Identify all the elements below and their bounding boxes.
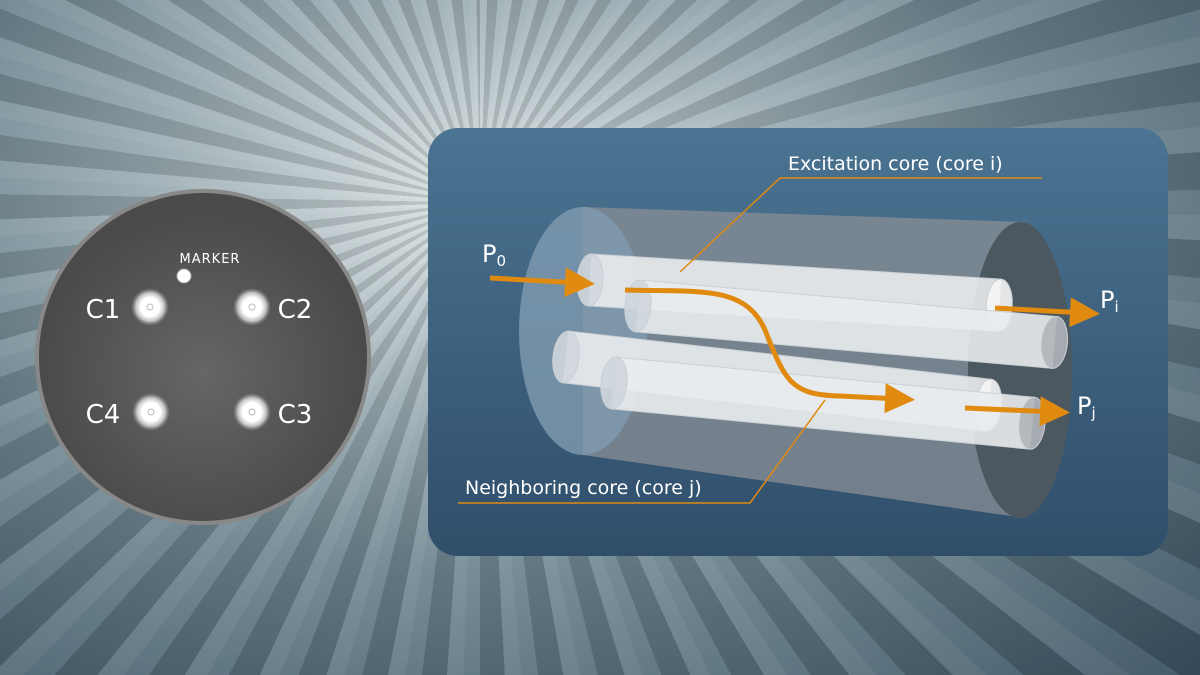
excitation-core-label: Excitation core (core i)	[788, 153, 1003, 175]
core-c2	[233, 288, 271, 326]
core-c3	[233, 393, 271, 431]
marker-dot	[176, 268, 192, 284]
core-label-c2: C2	[278, 295, 313, 325]
core-label-c3: C3	[278, 400, 313, 430]
fiber-cross-section: MARKER C1 C2 C3 C4	[35, 189, 371, 525]
output-arrow-i	[994, 297, 1100, 328]
core-label-c1: C1	[86, 295, 121, 325]
leader-lines	[458, 177, 1042, 504]
coupling-arrow	[624, 287, 915, 414]
neighboring-core-label: Neighboring core (core j)	[465, 477, 702, 499]
core-c1	[131, 288, 169, 326]
core-c4	[132, 393, 170, 431]
output-power-j-label: Pj	[1077, 392, 1096, 422]
core-label-c4: C4	[86, 400, 121, 430]
marker-label: MARKER	[180, 252, 241, 267]
output-arrow-j	[964, 396, 1070, 427]
output-power-i-label: Pi	[1100, 286, 1119, 316]
input-power-label: P0	[482, 240, 506, 270]
light-paths	[489, 267, 1100, 427]
input-arrow	[489, 267, 595, 298]
